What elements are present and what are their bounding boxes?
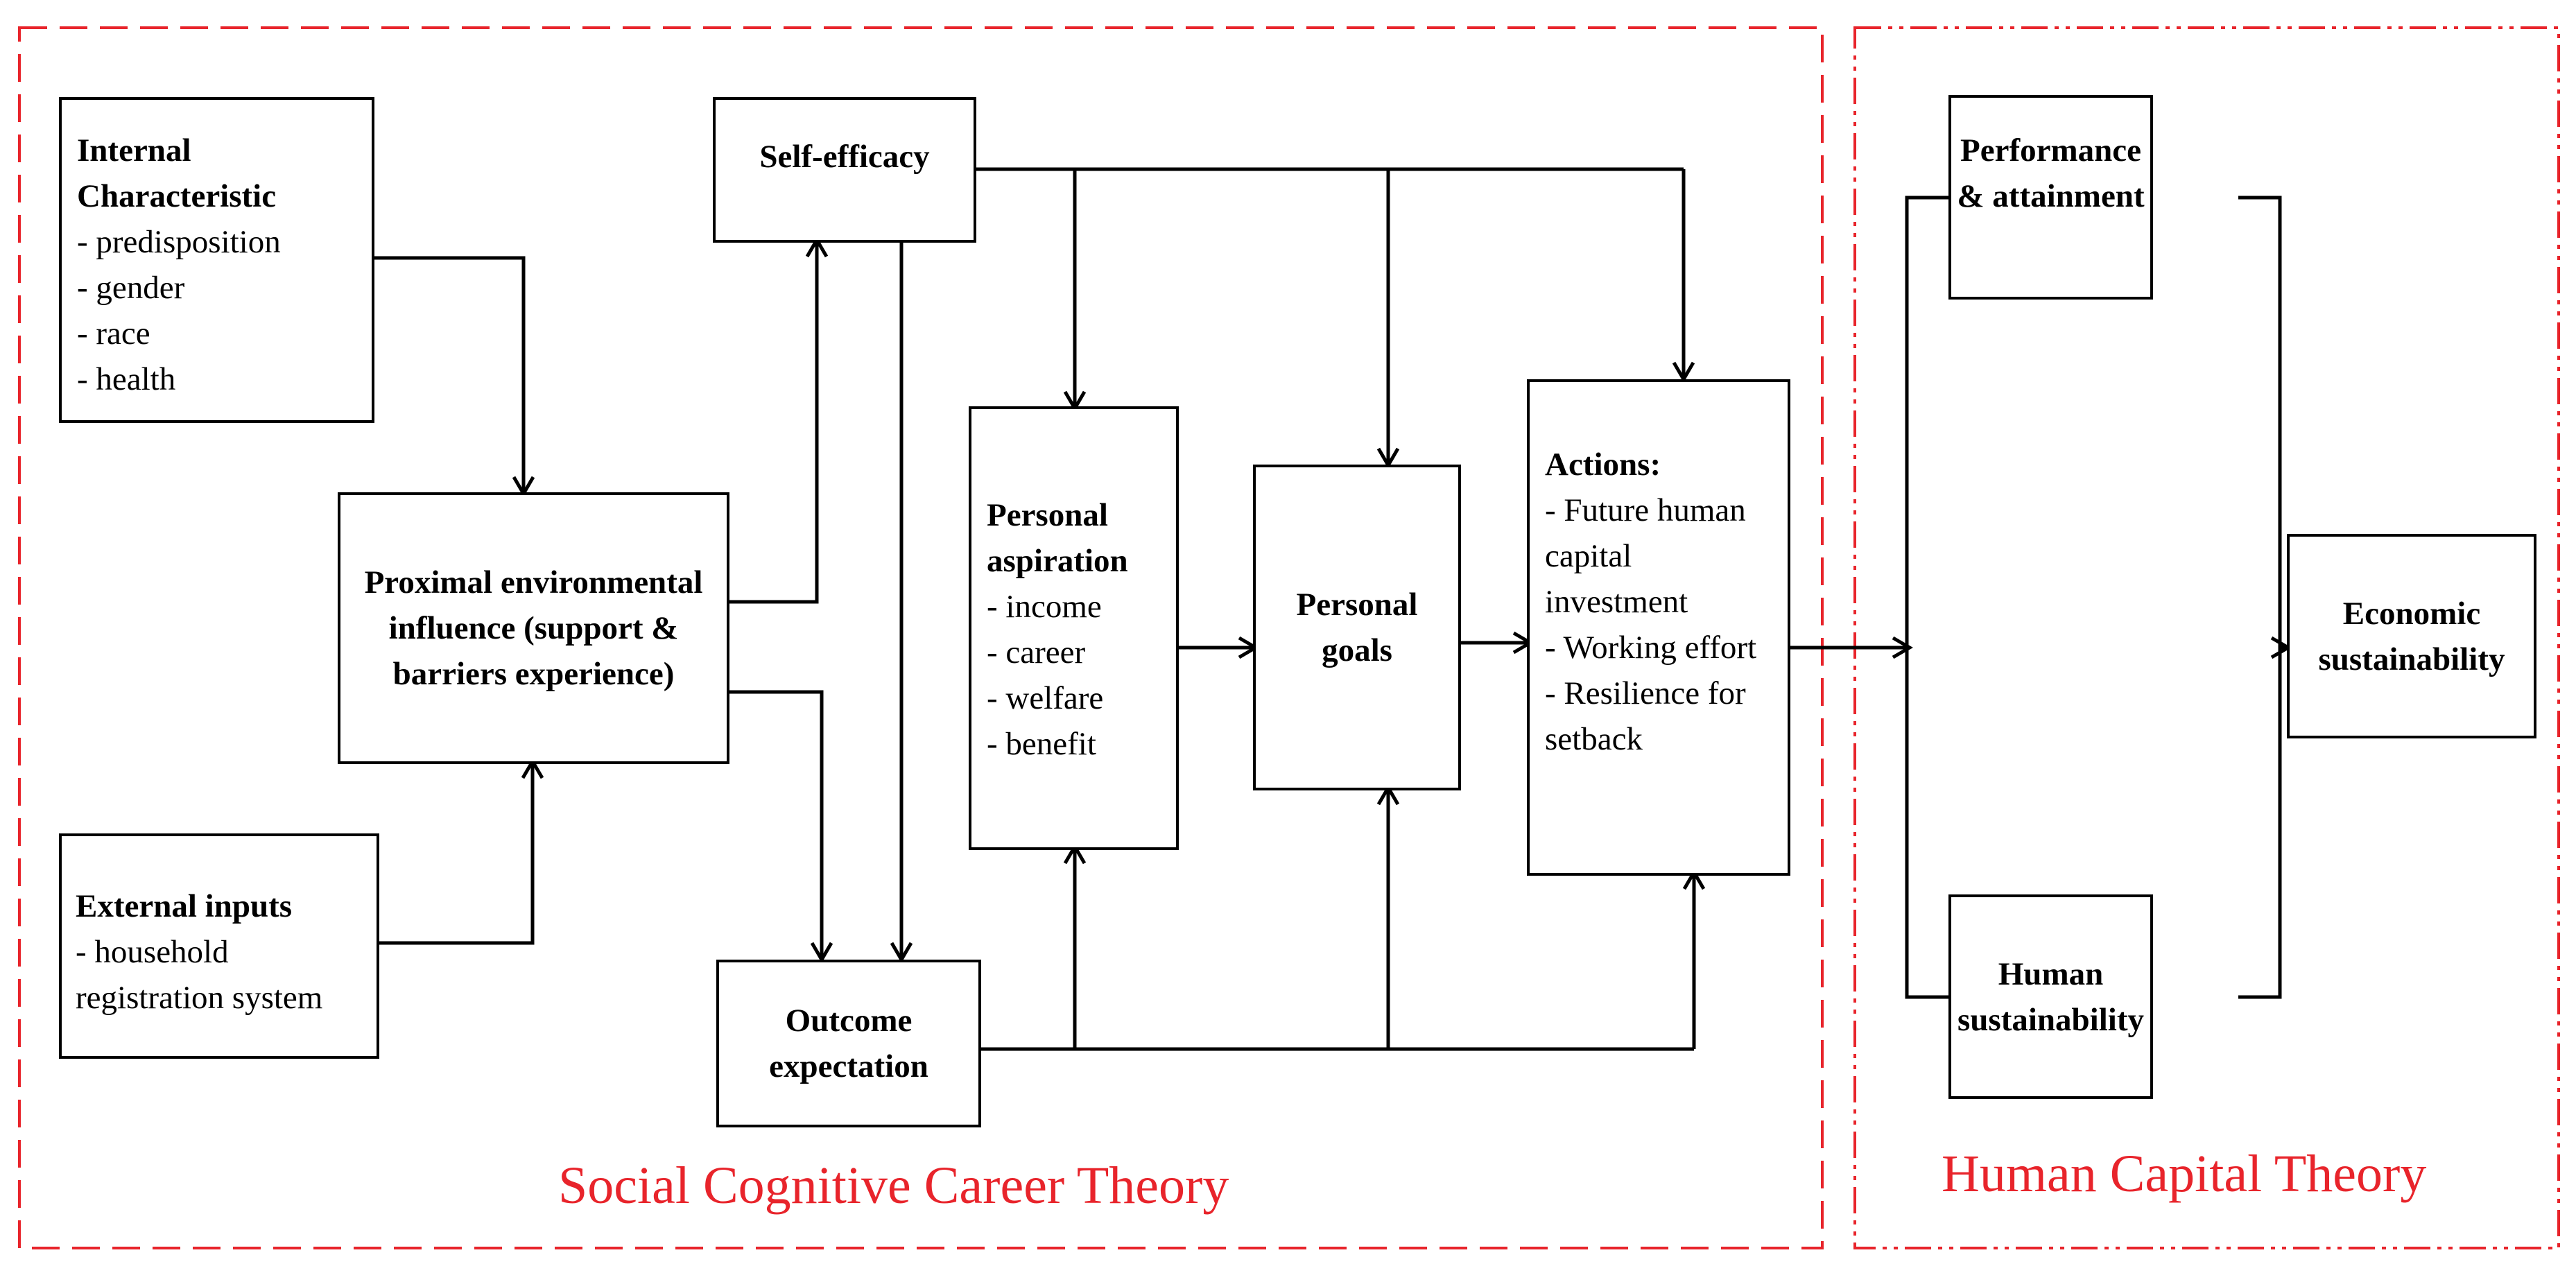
actions-item: - Future human capital investment [1545, 492, 1746, 620]
actions-item: - Working effort [1545, 630, 1757, 666]
actions-box: Actions: - Future human capital investme… [1527, 379, 1790, 876]
external-item: - household registration system [76, 934, 323, 1016]
arrowhead [1892, 636, 1913, 659]
human-sustainability-title: Human sustainability [1957, 955, 2145, 1038]
sccl-label: Social Cognitive Career Theory [558, 1157, 1229, 1215]
connector-proximal-outcome [728, 690, 824, 957]
self-efficacy-title: Self-efficacy [759, 139, 930, 175]
internal-item: - health [77, 361, 176, 397]
internal-item: - predisposition [77, 224, 281, 260]
external-inputs-box: External inputs - household registration… [59, 833, 379, 1059]
outcome-expectation-title: Outcome expectation [769, 1003, 928, 1084]
actions-title: Actions: [1545, 447, 1661, 483]
external-inputs-title: External inputs [76, 888, 293, 924]
hct-frame [1853, 26, 2560, 1249]
bracket-right [2238, 196, 2282, 999]
personal-goals-title: Personal goals [1296, 587, 1418, 668]
internal-item: - race [77, 315, 150, 352]
bracket-left [1905, 196, 1948, 999]
proximal-influence-box: Proximal environmental influence (suppor… [338, 492, 729, 764]
connector-internal-proximal [374, 256, 526, 491]
internal-characteristic-title: Internal Characteristic [77, 132, 277, 214]
economic-sustainability-box: Economic sustainability [2287, 534, 2536, 738]
self-efficacy-box: Self-efficacy [713, 97, 976, 243]
personal-goals-box: Personal goals [1253, 465, 1461, 790]
aspiration-item: - benefit [987, 726, 1096, 762]
personal-aspiration-title: Personal aspiration [987, 497, 1128, 579]
performance-attainment-title: Performance & attainment [1957, 132, 2145, 214]
economic-sustainability-title: Economic sustainability [2318, 595, 2505, 677]
sccl-frame [18, 26, 1824, 1249]
aspiration-item: - career [987, 634, 1086, 670]
performance-attainment-box: Performance & attainment [1948, 95, 2153, 300]
actions-item: - Resilience for setback [1545, 675, 1746, 757]
connector-proximal-selfefficacy [728, 243, 819, 604]
outcome-expectation-box: Outcome expectation [716, 960, 981, 1127]
aspiration-item: - income [987, 589, 1102, 625]
human-sustainability-box: Human sustainability [1948, 894, 2153, 1099]
personal-aspiration-box: Personal aspiration - income - career - … [969, 406, 1179, 850]
internal-item: - gender [77, 270, 185, 306]
connector-external-proximal [378, 764, 535, 945]
internal-characteristic-box: Internal Characteristic - predisposition… [59, 97, 374, 423]
aspiration-item: - welfare [987, 680, 1104, 716]
hct-label: Human Capital Theory [1942, 1145, 2427, 1203]
proximal-influence-title: Proximal environmental influence (suppor… [364, 564, 703, 692]
